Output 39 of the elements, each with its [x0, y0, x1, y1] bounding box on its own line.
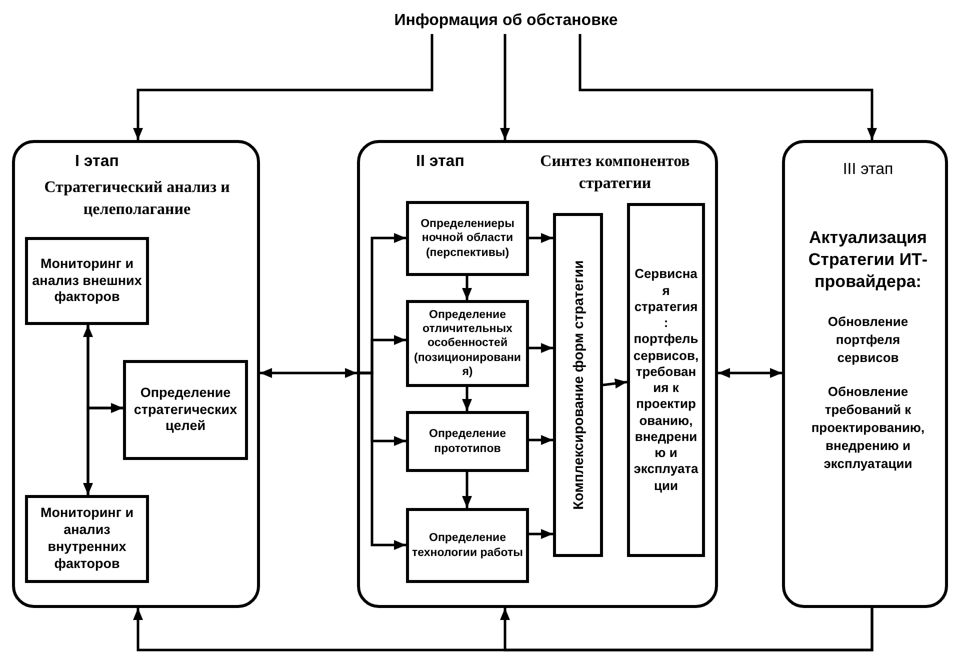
- arrow: [529, 435, 553, 445]
- arrow: [718, 368, 782, 378]
- process-box: Мониторинг и анализ внутренних факторов: [25, 495, 149, 583]
- process-box: Определение технологии работы: [406, 508, 529, 583]
- stage-title: Стратегический анализ и целеполагание: [43, 178, 231, 220]
- arrow: [86, 403, 123, 495]
- arrow: [578, 34, 877, 140]
- arrow: [529, 343, 553, 353]
- arrow: [500, 34, 510, 140]
- stage-panel: [782, 140, 948, 608]
- arrow: [260, 368, 357, 378]
- stage-text: Обновление требований к проектированию, внедрению и эксплуатации: [810, 383, 926, 473]
- arrow: [462, 276, 472, 300]
- stage-label: II этап: [416, 153, 466, 171]
- vertical-label: Комплексирование форм стратегии: [570, 260, 586, 510]
- arrow: [529, 233, 553, 243]
- arrow: [83, 325, 93, 495]
- stage-label: III этап: [842, 161, 894, 179]
- stage-panel: [12, 140, 260, 608]
- arrow: [529, 529, 553, 539]
- process-box: Определение отличительных особенностей (позиционирования): [406, 300, 529, 387]
- stage-label: I этап: [75, 153, 120, 171]
- stage-title: Актуализация Стратегии ИТ-провайдера:: [807, 227, 929, 293]
- process-box: [553, 213, 603, 557]
- stage-text: Обновление портфеля сервисов: [826, 313, 910, 367]
- arrow: [462, 472, 472, 508]
- process-box: Определение прототипов: [406, 411, 529, 472]
- heading-text: Информация об обстановке: [380, 8, 632, 34]
- process-box: Мониторинг и анализ внешних факторов: [25, 237, 149, 325]
- process-box: Сервисная стратегия: портфель сервисов, требования к проектированию, внедрению и эксплуатации: [627, 203, 705, 557]
- process-box: Определениеры ночной области (перспективы): [406, 201, 529, 276]
- arrow: [500, 608, 874, 652]
- process-box: Определение стратегических целей: [123, 360, 248, 460]
- arrow: [602, 378, 628, 388]
- stage-panel: [357, 140, 718, 608]
- arrow: [462, 387, 472, 411]
- stage-title: Синтез компонентов стратегии: [539, 152, 691, 194]
- arrow: [133, 34, 434, 140]
- arrow: [357, 372, 406, 550]
